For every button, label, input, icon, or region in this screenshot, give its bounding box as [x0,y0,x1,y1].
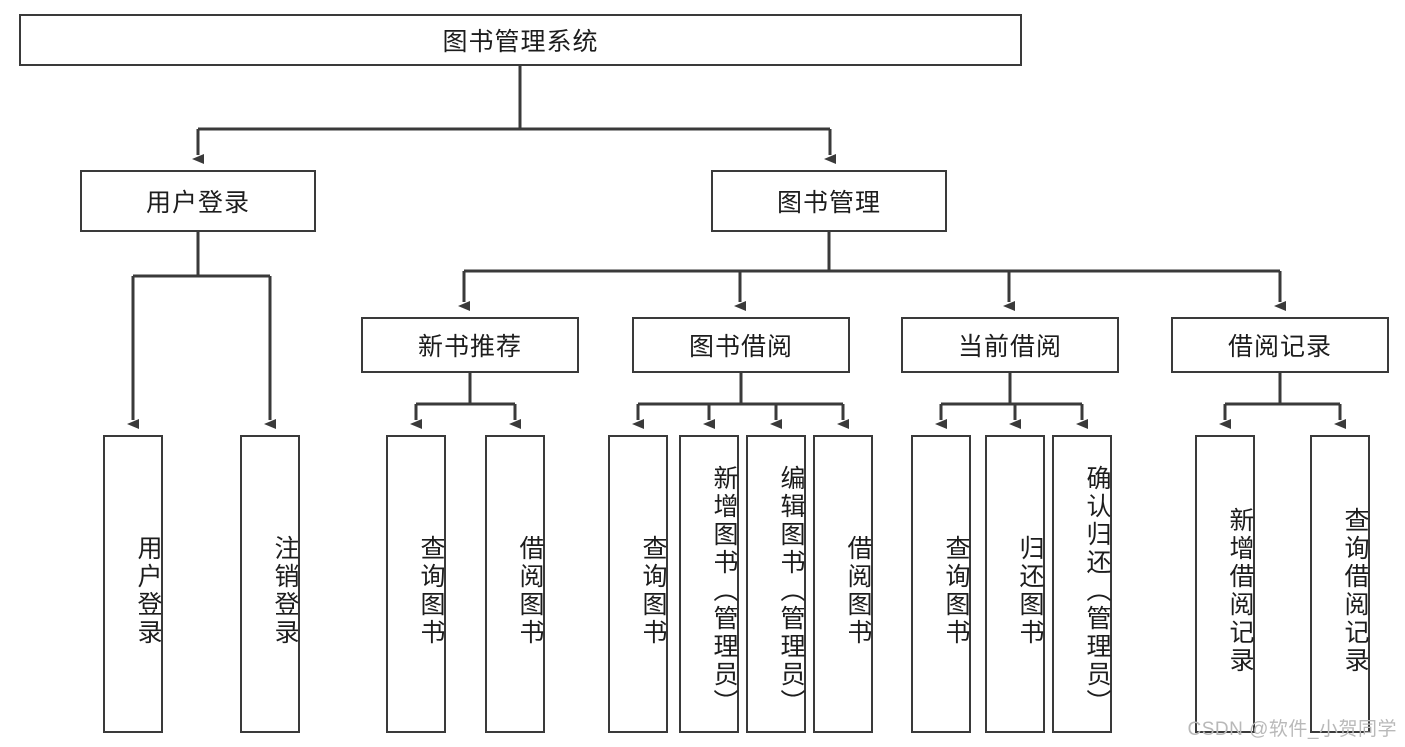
node-leaf-borrow-book[interactable]: 借阅图书 [813,435,873,733]
node-leaf-borrow-book-label: 借阅图书 [844,535,872,647]
node-leaf-return-book[interactable]: 归还图书 [985,435,1045,733]
node-leaf-query-book-rec-label: 查询图书 [417,535,445,647]
node-leaf-query-book-borrow[interactable]: 查询图书 [608,435,668,733]
node-leaf-query-book-borrow-label: 查询图书 [639,535,667,647]
node-leaf-user-logout-label: 注销登录 [271,535,299,647]
node-leaf-query-book-rec[interactable]: 查询图书 [386,435,446,733]
node-leaf-add-book-label: 新增图书（管理员） [710,465,738,717]
node-leaf-user-login[interactable]: 用户登录 [103,435,163,733]
node-leaf-edit-book[interactable]: 编辑图书（管理员） [746,435,806,733]
node-book-borrow[interactable]: 图书借阅 [632,317,850,373]
node-leaf-add-record-label: 新增借阅记录 [1226,507,1254,675]
node-leaf-query-book-current[interactable]: 查询图书 [911,435,971,733]
node-leaf-user-login-label: 用户登录 [134,535,162,647]
node-book-borrow-label: 图书借阅 [688,333,793,361]
node-leaf-query-record[interactable]: 查询借阅记录 [1310,435,1370,733]
node-leaf-query-record-label: 查询借阅记录 [1341,507,1369,675]
node-current-borrow-label: 当前借阅 [957,333,1062,361]
node-current-borrow[interactable]: 当前借阅 [901,317,1119,373]
node-leaf-add-book[interactable]: 新增图书（管理员） [679,435,739,733]
node-user-login-label: 用户登录 [145,189,250,217]
node-borrow-record-label: 借阅记录 [1227,333,1332,361]
node-leaf-borrow-book-rec-label: 借阅图书 [516,535,544,647]
node-user-login[interactable]: 用户登录 [80,170,316,232]
node-root-label: 图书管理系统 [442,28,599,56]
node-leaf-confirm-return[interactable]: 确认归还（管理员） [1052,435,1112,733]
node-leaf-query-book-current-label: 查询图书 [942,535,970,647]
node-leaf-add-record[interactable]: 新增借阅记录 [1195,435,1255,733]
node-root[interactable]: 图书管理系统 [19,14,1022,66]
watermark: CSDN @软件_小贺同学 [1187,719,1397,740]
node-leaf-borrow-book-rec[interactable]: 借阅图书 [485,435,545,733]
node-new-book-rec[interactable]: 新书推荐 [361,317,579,373]
node-leaf-edit-book-label: 编辑图书（管理员） [777,465,805,717]
node-borrow-record[interactable]: 借阅记录 [1171,317,1389,373]
node-leaf-return-book-label: 归还图书 [1016,535,1044,647]
node-new-book-rec-label: 新书推荐 [417,333,522,361]
node-book-manage-label: 图书管理 [776,189,881,217]
node-book-manage[interactable]: 图书管理 [711,170,947,232]
node-leaf-confirm-return-label: 确认归还（管理员） [1083,465,1111,717]
node-leaf-user-logout[interactable]: 注销登录 [240,435,300,733]
